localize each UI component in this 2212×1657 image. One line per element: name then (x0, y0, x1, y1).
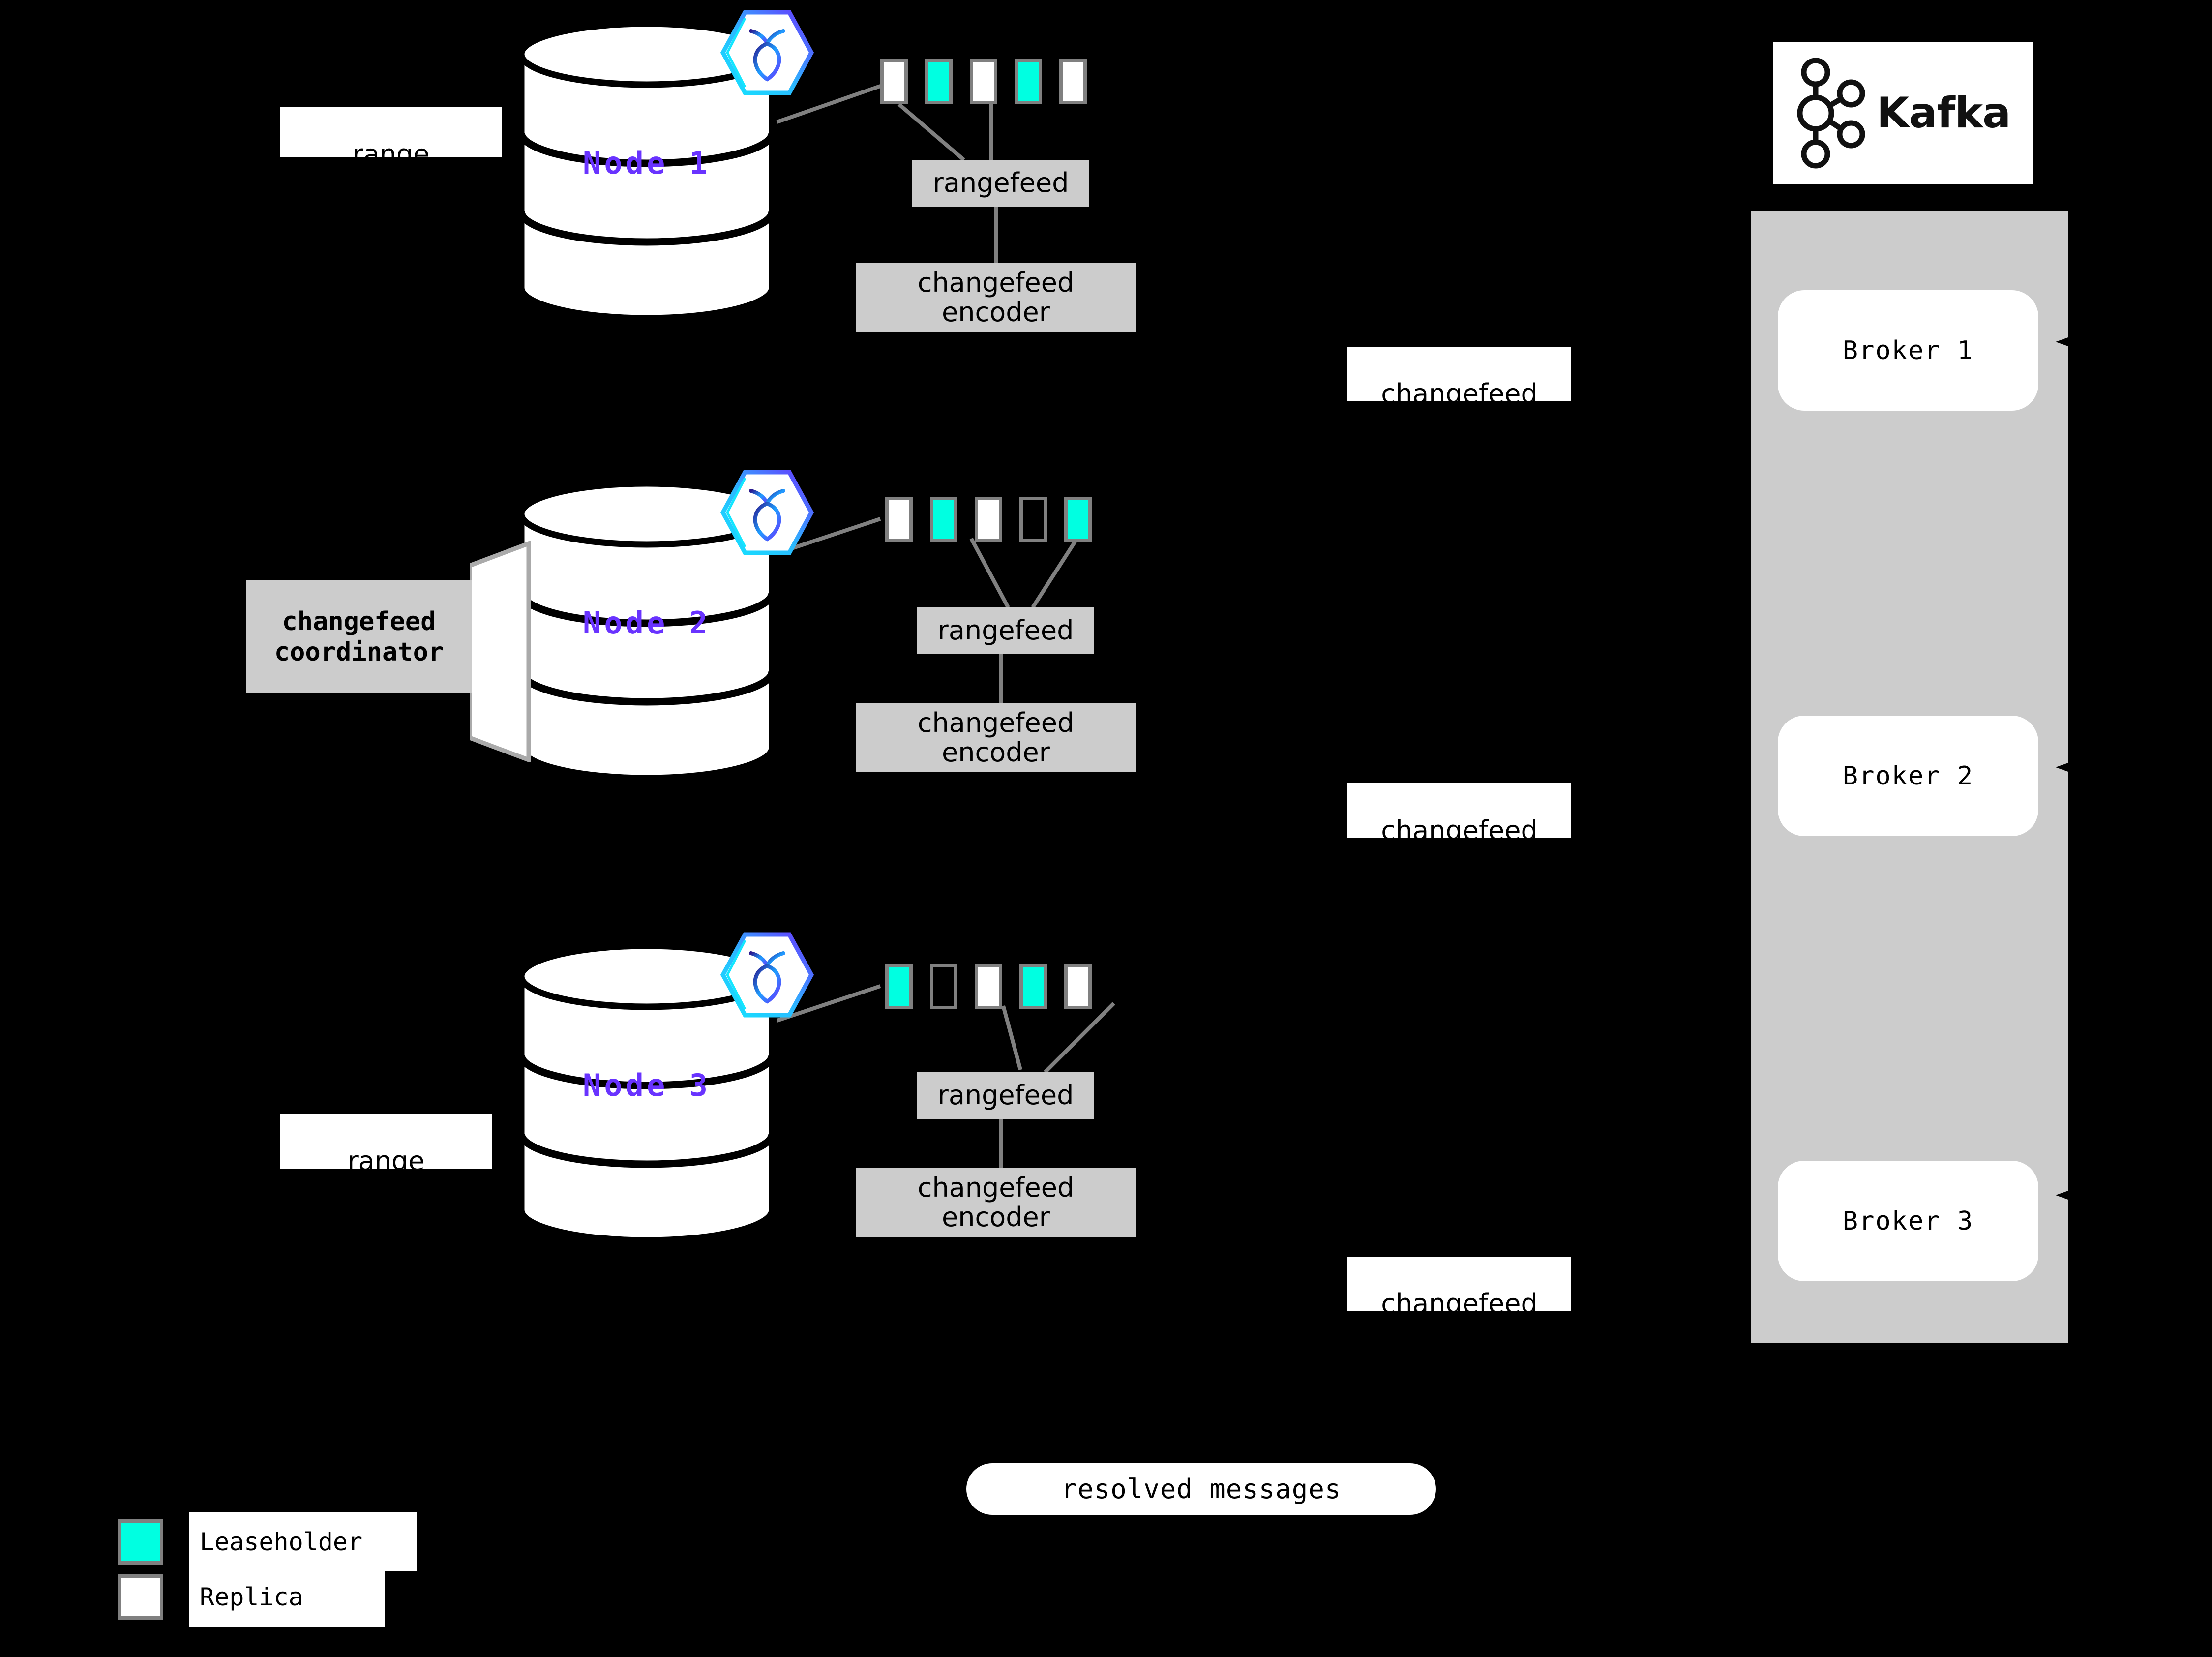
node-3-range-checkpoints-text: range checkpoints (306, 1145, 466, 1208)
kafka-node-graph-icon (1797, 58, 1865, 169)
legend-label-replica: Replica (189, 1567, 385, 1627)
changefeed-messages-text: changefeed messages (1381, 814, 1538, 877)
replica-box[interactable] (885, 497, 913, 542)
cockroachdb-hexagon-icon (720, 10, 814, 95)
kafka-logo-box: Kafka (1773, 42, 2033, 184)
replica-box[interactable] (975, 964, 1002, 1009)
legend-item-replica: Replica (118, 1567, 385, 1627)
replica-box[interactable] (1015, 59, 1042, 104)
node-3-encoder-box[interactable]: changefeed encoder (856, 1168, 1136, 1237)
changefeed-coordinator-box[interactable]: changefeed coordinator (246, 580, 472, 693)
replica-box[interactable] (1064, 497, 1092, 542)
node-1-replica-row (880, 59, 1104, 104)
node-2-encoder-box[interactable]: changefeed encoder (856, 703, 1136, 772)
node-3-group: Node 3 (516, 932, 814, 1247)
legend-item-leaseholder: Leaseholder (118, 1512, 417, 1571)
node-1-group: Node 1 (516, 10, 814, 325)
broker-2[interactable]: Broker 2 (1778, 716, 2038, 836)
node-1-rangefeed-box[interactable]: rangefeed (912, 160, 1089, 207)
node-2-replica-row (885, 497, 1109, 542)
node-2-rangefeed-box[interactable]: rangefeed (917, 607, 1094, 654)
replica-box[interactable] (885, 964, 913, 1009)
legend-label-leaseholder: Leaseholder (189, 1512, 417, 1571)
node-2-label: Node 2 (583, 605, 711, 641)
broker-inbound-arrowheads (2056, 333, 2079, 1204)
changefeed-messages-text: changefeed messages (1381, 1288, 1538, 1351)
node-2-group: Node 2 (516, 470, 814, 784)
coordinator-callout-wedge (470, 541, 531, 762)
kafka-wordmark: Kafka (1876, 89, 2011, 138)
legend-swatch-replica (118, 1574, 163, 1620)
legend: Leaseholder Replica (118, 1512, 462, 1630)
broker-3[interactable]: Broker 3 (1778, 1161, 2038, 1281)
node-3-range-checkpoints-label: range checkpoints (280, 1114, 492, 1207)
changefeed-messages-label-2: changefeed messages (1347, 783, 1571, 877)
node-1-encoder-box[interactable]: changefeed encoder (856, 263, 1136, 332)
replica-box[interactable] (970, 59, 997, 104)
replica-box[interactable] (1019, 964, 1047, 1009)
node-1-label: Node 1 (583, 145, 711, 181)
replica-box[interactable] (930, 964, 957, 1009)
legend-swatch-leaseholder (118, 1519, 163, 1565)
node-2-cylinder (517, 480, 776, 782)
replica-box[interactable] (975, 497, 1002, 542)
node-3-cylinder (517, 942, 776, 1244)
changefeed-messages-text: changefeed messages (1381, 378, 1538, 441)
resolved-messages-pill[interactable]: resolved messages (966, 1463, 1436, 1515)
node-1-range-checkpoints-label: range checkpoints (280, 107, 502, 201)
changefeed-messages-label-3: changefeed messages (1347, 1257, 1571, 1350)
node-3-replica-row (885, 964, 1109, 1009)
replica-box[interactable] (880, 59, 908, 104)
replica-box[interactable] (1064, 964, 1092, 1009)
changefeed-messages-label-1: changefeed messages (1347, 347, 1571, 440)
replica-box[interactable] (1019, 497, 1047, 542)
cockroachdb-hexagon-icon (720, 932, 814, 1018)
replica-box[interactable] (1059, 59, 1087, 104)
node-3-label: Node 3 (583, 1067, 711, 1103)
cockroachdb-hexagon-icon (720, 470, 814, 555)
kafka-broker-panel: Broker 1 Broker 2 Broker 3 (1751, 211, 2068, 1343)
node-3-rangefeed-box[interactable]: rangefeed (917, 1072, 1094, 1119)
replica-box[interactable] (930, 497, 957, 542)
broker-1[interactable]: Broker 1 (1778, 290, 2038, 411)
replica-box[interactable] (925, 59, 953, 104)
node-1-cylinder (517, 20, 776, 322)
node-1-range-checkpoints-text: range checkpoints (311, 138, 471, 201)
